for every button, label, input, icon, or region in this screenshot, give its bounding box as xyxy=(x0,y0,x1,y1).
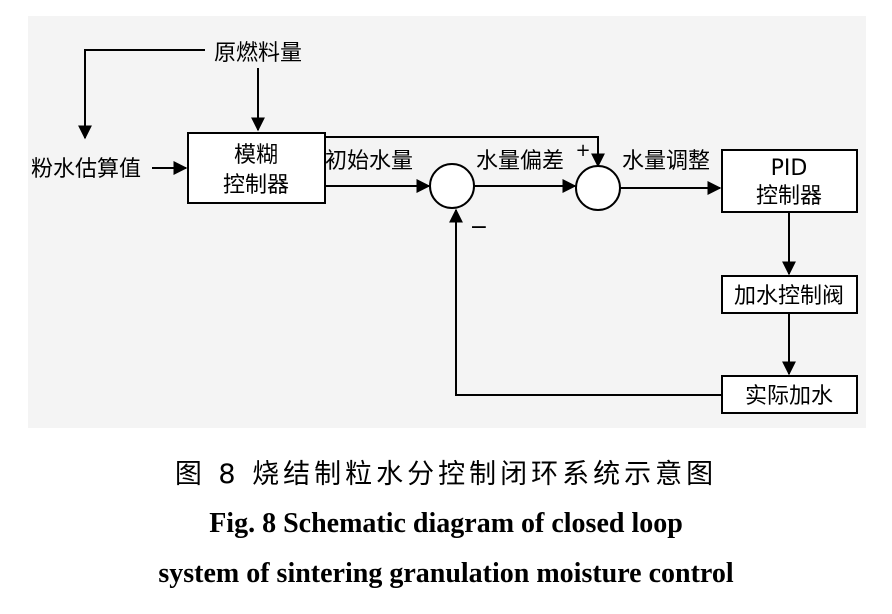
plus-sign: + xyxy=(575,140,590,161)
raw-fuel-to-estimate-arrow xyxy=(78,49,205,140)
summing-junction-1 xyxy=(429,163,475,209)
feedforward-arrow xyxy=(325,136,605,168)
estimated-moisture-label: 粉水估算值 xyxy=(31,157,141,182)
raw-fuel-label: 原燃料量 xyxy=(214,41,302,66)
feedback-arrow xyxy=(449,208,722,396)
water-valve-label: 加水控制阀 xyxy=(734,284,844,309)
fuzzy-controller-label-line2: 控制器 xyxy=(223,173,289,198)
fuzzy-controller-box xyxy=(187,132,326,204)
initial-water-label: 初始水量 xyxy=(325,149,413,174)
control-loop-diagram: 原燃料量 粉水估算值 模糊 控制器 初始水量 − 水量偏差 + 水量调整 PID… xyxy=(31,41,858,414)
caption-english-line2: system of sintering granulation moisture… xyxy=(158,558,734,589)
summing-junction-2 xyxy=(575,165,621,211)
pid-controller-label-line2: 控制器 xyxy=(756,184,822,209)
caption-english-line1: Fig. 8 Schematic diagram of closed loop xyxy=(209,508,683,539)
actual-water-label: 实际加水 xyxy=(745,384,833,409)
diagram-background xyxy=(28,16,866,428)
caption-chinese: 图 8 烧结制粒水分控制闭环系统示意图 xyxy=(174,459,718,490)
water-deviation-label: 水量偏差 xyxy=(476,149,564,174)
pid-controller-label-line1: PID xyxy=(771,156,808,181)
fuzzy-controller-label-line1: 模糊 xyxy=(234,143,278,168)
actual-water-box xyxy=(721,375,858,414)
minus-sign: − xyxy=(470,215,488,240)
water-adjust-label: 水量调整 xyxy=(622,149,710,174)
